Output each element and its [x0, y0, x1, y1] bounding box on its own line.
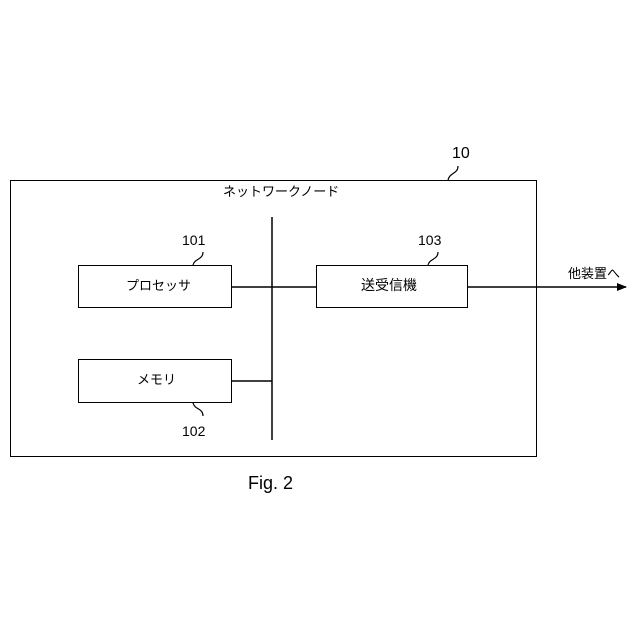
network-node-ref: 10: [452, 146, 470, 162]
network-node-box: [10, 180, 537, 457]
processor-label: プロセッサ: [126, 280, 191, 293]
memory-label: メモリ: [137, 374, 176, 387]
memory-ref: 102: [182, 424, 205, 438]
transceiver-label: 送受信機: [361, 279, 417, 293]
figure-caption: Fig. 2: [248, 474, 293, 492]
external-device-label: 他装置へ: [568, 268, 620, 281]
network-node-label: ネットワークノード: [223, 186, 339, 199]
transceiver-ref: 103: [418, 233, 441, 247]
processor-ref: 101: [182, 233, 205, 247]
outer-ref-leader: [448, 166, 458, 180]
